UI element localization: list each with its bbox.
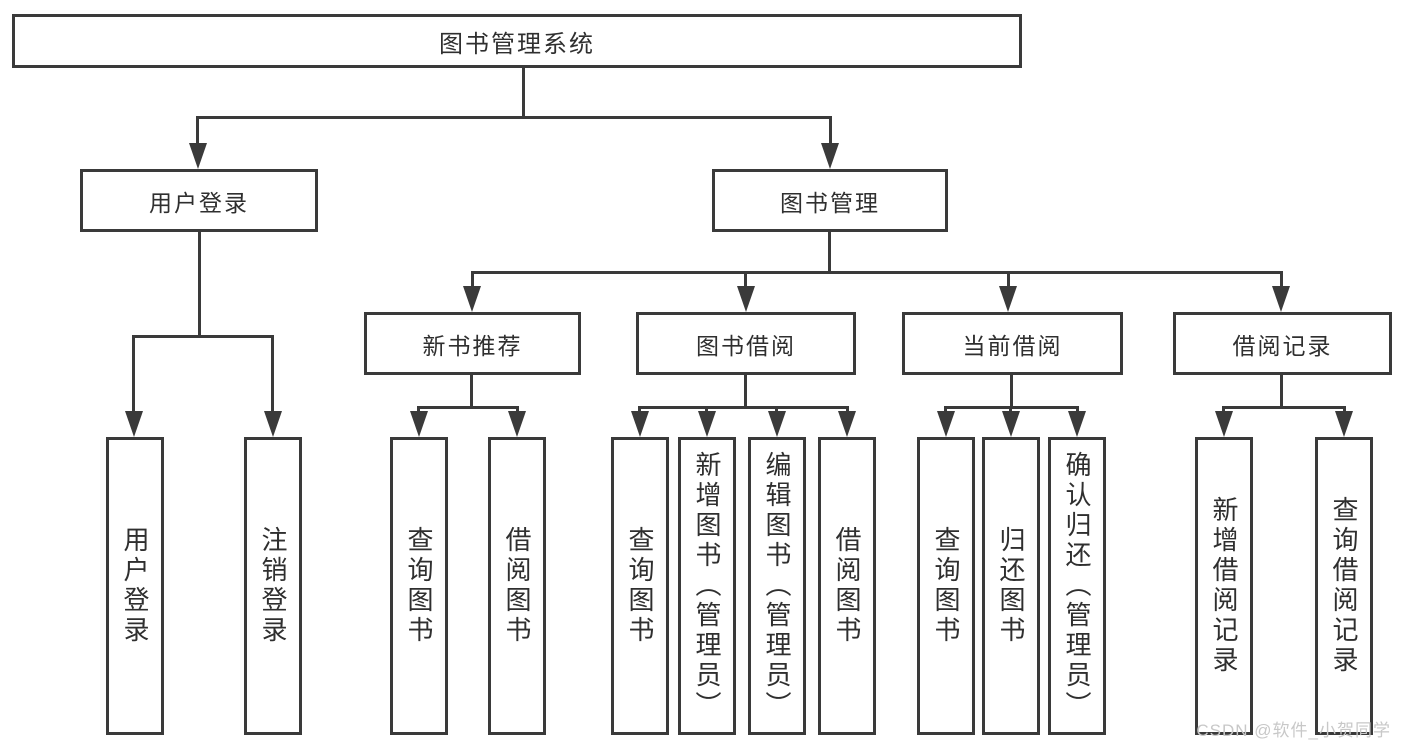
leaf-records-query-record-label: 查询借阅记录: [1329, 496, 1359, 676]
connector-line: [132, 335, 274, 338]
connector-arrow-down: [508, 411, 526, 437]
connector-arrow-down: [999, 286, 1017, 312]
connector-line: [1010, 374, 1013, 409]
connector-line: [744, 374, 747, 409]
connector-arrow-down: [463, 286, 481, 312]
node-new-book-recommend-label: 新书推荐: [422, 332, 523, 359]
connector-arrow-down: [125, 411, 143, 437]
connector-line: [1280, 374, 1283, 409]
connector-line: [271, 336, 274, 413]
node-new-book-recommend: 新书推荐: [364, 312, 581, 375]
connector-line: [638, 406, 849, 409]
connector-line: [829, 117, 832, 147]
connector-line: [132, 336, 135, 413]
connector-line: [522, 67, 525, 118]
leaf-borrowing-edit-books-admin-label: 编辑图书（管理员）: [762, 451, 792, 721]
connector-line: [1280, 272, 1283, 288]
connector-arrow-down: [737, 286, 755, 312]
leaf-borrowing-edit-books-admin: 编辑图书（管理员）: [748, 437, 806, 735]
leaf-current-query-books-label: 查询图书: [931, 526, 961, 646]
node-borrowing-records: 借阅记录: [1173, 312, 1392, 375]
leaf-borrowing-query-books-label: 查询图书: [625, 526, 655, 646]
leaf-newbook-borrow-books-label: 借阅图书: [502, 526, 532, 646]
connector-arrow-down: [1215, 411, 1233, 437]
node-library-system-label: 图书管理系统: [439, 30, 595, 58]
leaf-logout: 注销登录: [244, 437, 302, 735]
leaf-current-confirm-return-admin: 确认归还（管理员）: [1048, 437, 1106, 735]
connector-line: [1007, 272, 1010, 288]
connector-arrow-down: [821, 143, 839, 169]
leaf-newbook-query-books: 查询图书: [390, 437, 448, 735]
node-current-borrowing-label: 当前借阅: [962, 332, 1063, 359]
leaf-borrowing-query-books: 查询图书: [611, 437, 669, 735]
leaf-records-add-record: 新增借阅记录: [1195, 437, 1253, 735]
leaf-user-login-label: 用户登录: [120, 526, 150, 646]
connector-arrow-down: [768, 411, 786, 437]
connector-arrow-down: [698, 411, 716, 437]
node-user-login-group: 用户登录: [80, 169, 318, 232]
leaf-logout-label: 注销登录: [258, 526, 288, 646]
connector-arrow-down: [264, 411, 282, 437]
connector-line: [471, 271, 1283, 274]
leaf-current-query-books: 查询图书: [917, 437, 975, 735]
connector-line: [470, 374, 473, 409]
connector-line: [196, 116, 832, 119]
leaf-current-return-books: 归还图书: [982, 437, 1040, 735]
connector-line: [744, 272, 747, 288]
leaf-newbook-query-books-label: 查询图书: [404, 526, 434, 646]
connector-arrow-down: [937, 411, 955, 437]
connector-line: [828, 231, 831, 273]
leaf-current-confirm-return-admin-label: 确认归还（管理员）: [1062, 451, 1092, 721]
node-book-management-label: 图书管理: [780, 189, 880, 216]
connector-line: [198, 231, 201, 338]
connector-arrow-down: [1068, 411, 1086, 437]
node-borrowing-records-label: 借阅记录: [1232, 332, 1333, 359]
connector-line: [471, 272, 474, 288]
node-book-borrowing: 图书借阅: [636, 312, 856, 375]
node-book-management: 图书管理: [712, 169, 948, 232]
connector-arrow-down: [838, 411, 856, 437]
leaf-newbook-borrow-books: 借阅图书: [488, 437, 546, 735]
leaf-user-login: 用户登录: [106, 437, 164, 735]
connector-arrow-down: [1335, 411, 1353, 437]
connector-arrow-down: [410, 411, 428, 437]
leaf-records-add-record-label: 新增借阅记录: [1209, 496, 1239, 676]
leaf-borrowing-borrow-books-label: 借阅图书: [832, 526, 862, 646]
connector-line: [1222, 406, 1346, 409]
leaf-borrowing-add-books-admin: 新增图书（管理员）: [678, 437, 736, 735]
connector-arrow-down: [631, 411, 649, 437]
csdn-watermark: CSDN @软件_小贺同学: [1196, 721, 1391, 740]
connector-arrow-down: [189, 143, 207, 169]
node-current-borrowing: 当前借阅: [902, 312, 1123, 375]
connector-line: [417, 406, 519, 409]
connector-arrow-down: [1002, 411, 1020, 437]
leaf-current-return-books-label: 归还图书: [996, 526, 1026, 646]
connector-arrow-down: [1272, 286, 1290, 312]
leaf-borrowing-add-books-admin-label: 新增图书（管理员）: [692, 451, 722, 721]
node-library-system: 图书管理系统: [12, 14, 1022, 68]
node-user-login-group-label: 用户登录: [149, 189, 249, 216]
leaf-records-query-record: 查询借阅记录: [1315, 437, 1373, 735]
node-book-borrowing-label: 图书借阅: [696, 332, 796, 359]
connector-line: [196, 117, 199, 147]
leaf-borrowing-borrow-books: 借阅图书: [818, 437, 876, 735]
